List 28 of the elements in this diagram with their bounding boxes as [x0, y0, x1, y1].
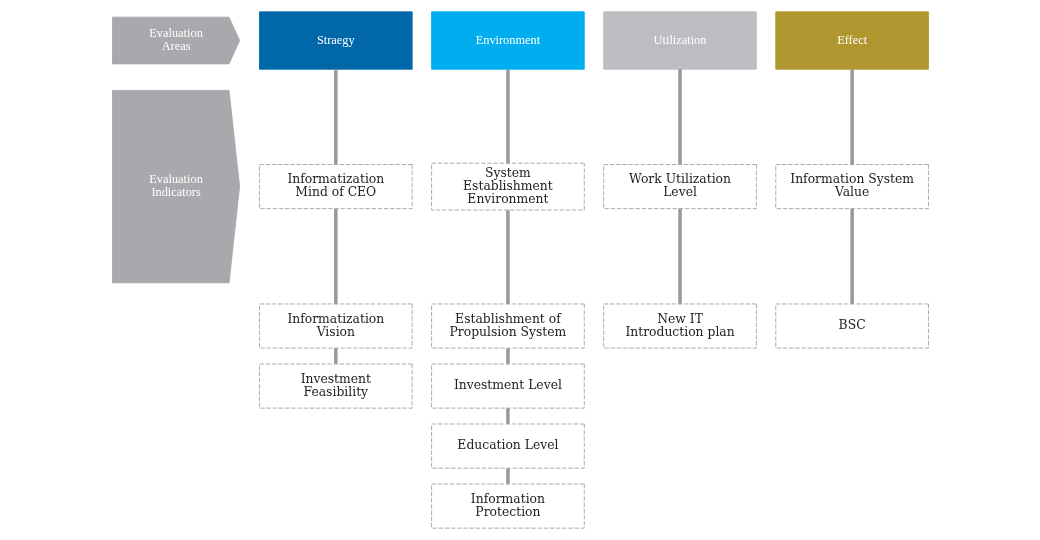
node-box: Education Level — [430, 423, 585, 469]
connector — [333, 69, 338, 165]
connector — [677, 208, 682, 304]
node-box: Investment Feasibility — [258, 363, 413, 409]
node-box: Work Utilization Level — [602, 164, 757, 210]
node-box: Environment — [430, 11, 585, 70]
node-box: Informatization Mind of CEO — [258, 164, 413, 210]
node-box: Utilization — [602, 11, 757, 70]
node-box: Informatization Vision — [258, 303, 413, 349]
node-box: Effect — [774, 11, 929, 70]
connector — [333, 208, 338, 304]
node-box: System Establishment Environment — [430, 162, 585, 211]
connector — [849, 69, 854, 165]
node-box: Establishment of Propulsion System — [430, 303, 585, 349]
node-box: New IT Introduction plan — [602, 303, 757, 349]
connector — [849, 208, 854, 304]
node-box: BSC — [774, 303, 929, 349]
connector — [505, 468, 510, 484]
node-box: Information System Value — [774, 164, 929, 210]
node-box: Straegy — [258, 11, 413, 70]
node-box: Investment Level — [430, 363, 585, 409]
node-box: Information Protection — [430, 483, 585, 529]
connector — [505, 69, 510, 164]
connector — [333, 348, 338, 364]
connector — [505, 348, 510, 364]
connector — [505, 408, 510, 424]
connector — [677, 69, 682, 165]
connector — [505, 210, 510, 304]
